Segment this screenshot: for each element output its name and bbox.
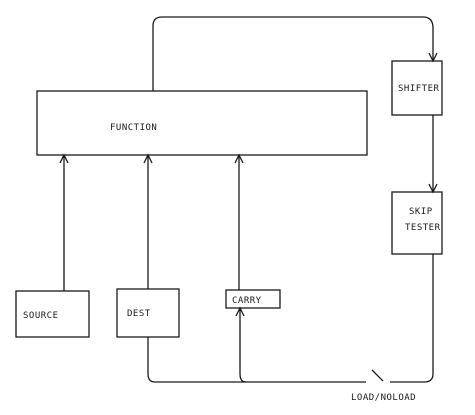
skip-tester-label-line1: SKIP bbox=[409, 207, 433, 217]
arrowhead-icon bbox=[428, 183, 438, 194]
function-to-shifter-wire bbox=[152, 16, 438, 91]
skip-tester-block: SKIP TESTER bbox=[391, 191, 443, 255]
arrowhead-icon bbox=[428, 52, 438, 63]
carry-block: CARRY bbox=[225, 289, 281, 309]
arrowhead-icon bbox=[234, 153, 244, 164]
load-noload-label: LOAD/NOLOAD bbox=[351, 393, 416, 403]
carry-to-function-wire bbox=[234, 153, 244, 290]
dest-block: DEST bbox=[116, 288, 180, 338]
function-label: FUNCTION bbox=[110, 123, 157, 133]
dest-label: DEST bbox=[127, 309, 151, 319]
dest-to-function-wire bbox=[143, 153, 153, 289]
carry-label: CARRY bbox=[232, 296, 262, 306]
arrowhead-icon bbox=[59, 153, 69, 164]
arrowhead-icon bbox=[235, 306, 245, 317]
arrowhead-icon bbox=[143, 153, 153, 164]
source-label: SOURCE bbox=[23, 311, 59, 321]
source-to-function-wire bbox=[59, 153, 69, 291]
source-block: SOURCE bbox=[15, 290, 90, 338]
shifter-block: SHIFTER bbox=[391, 60, 443, 116]
shifter-label: SHIFTER bbox=[398, 84, 440, 94]
skip-tester-label-line2: TESTER bbox=[405, 223, 441, 233]
return-to-carry-wire bbox=[235, 306, 247, 383]
skip-tester-return-wire bbox=[147, 254, 434, 383]
function-block: FUNCTION bbox=[36, 90, 368, 156]
shifter-to-skip-tester-wire bbox=[428, 115, 438, 194]
